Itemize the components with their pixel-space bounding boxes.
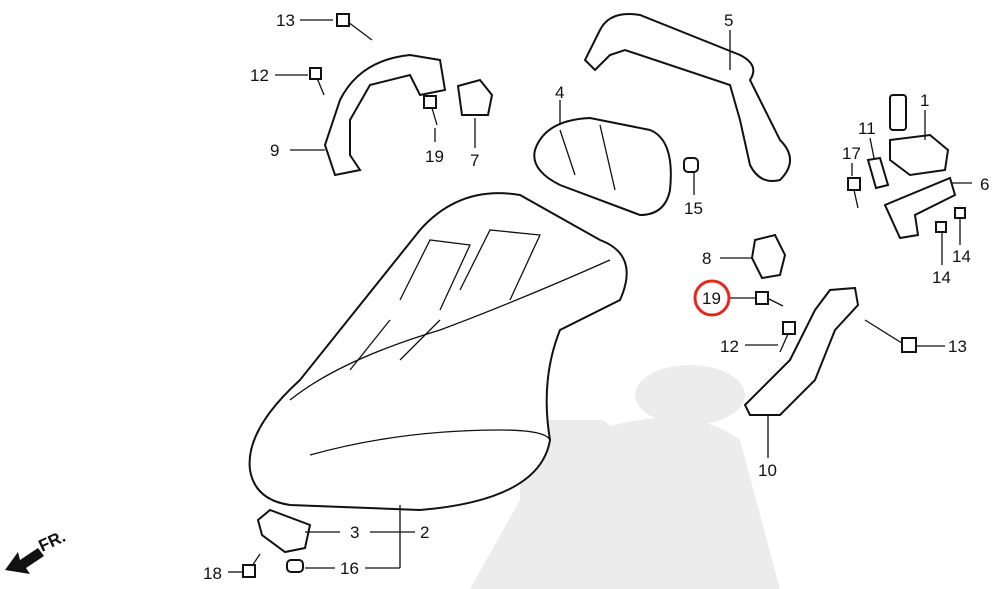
bolt-18[interactable] <box>242 553 261 578</box>
callout-12[interactable]: 12 <box>250 66 269 85</box>
callout-15[interactable]: 15 <box>684 199 703 218</box>
grab-rail-part-5[interactable] <box>583 13 791 182</box>
callout-6[interactable]: 6 <box>980 175 989 194</box>
callout-7[interactable]: 7 <box>470 151 479 170</box>
callout-3[interactable]: 3 <box>350 523 359 542</box>
bolt-13-lower[interactable] <box>864 319 917 353</box>
callout-4[interactable]: 4 <box>555 83 564 102</box>
grab-rail-part-9[interactable] <box>323 53 447 177</box>
bolt-17[interactable] <box>847 177 861 209</box>
grab-rail-part-10[interactable] <box>743 286 860 416</box>
lock-part-1[interactable] <box>889 94 950 177</box>
bracket-part-3[interactable] <box>256 508 312 554</box>
callout-17[interactable]: 17 <box>842 144 861 163</box>
callout-14[interactable]: 14 <box>952 247 971 266</box>
bolt-14-b[interactable] <box>954 207 966 219</box>
bracket-part-6[interactable] <box>883 176 957 240</box>
callout-18[interactable]: 18 <box>203 564 222 583</box>
watermark-figure <box>470 365 780 589</box>
front-arrow-icon: FR. <box>5 527 69 574</box>
bolt-19-upper[interactable] <box>423 95 438 126</box>
bolt-12-lower[interactable] <box>779 321 796 353</box>
callout-labels: 13 5 12 1 9 19 7 4 11 17 6 15 14 14 8 19… <box>203 11 989 583</box>
plate-part-11[interactable] <box>866 156 890 190</box>
callout-14[interactable]: 14 <box>932 268 951 287</box>
highlight-circle <box>693 279 731 317</box>
leader-lines <box>228 19 972 573</box>
nut-part-15[interactable] <box>683 157 699 173</box>
callout-8[interactable]: 8 <box>702 249 711 268</box>
callout-1[interactable]: 1 <box>920 91 929 110</box>
callout-19[interactable]: 19 <box>425 147 444 166</box>
callout-5[interactable]: 5 <box>724 11 733 30</box>
bolt-12-upper[interactable] <box>309 67 325 96</box>
callout-12[interactable]: 12 <box>720 337 739 356</box>
callout-19-highlighted[interactable]: 19 <box>702 289 721 308</box>
bolt-14-a[interactable] <box>935 221 947 233</box>
bolt-19-lower[interactable] <box>755 291 784 307</box>
seat-part-2[interactable] <box>248 192 628 512</box>
callout-13[interactable]: 13 <box>948 337 967 356</box>
cushion-part-8[interactable] <box>750 233 787 280</box>
cover-part-7[interactable] <box>456 78 494 116</box>
backrest-pad-part-4[interactable] <box>533 116 672 217</box>
callout-10[interactable]: 10 <box>758 461 777 480</box>
callout-16[interactable]: 16 <box>340 559 359 578</box>
callout-9[interactable]: 9 <box>270 141 279 160</box>
bolt-13-upper[interactable] <box>336 13 373 41</box>
callout-11[interactable]: 11 <box>858 119 876 138</box>
front-indicator-label: FR. <box>36 527 69 556</box>
nut-part-16[interactable] <box>286 559 304 573</box>
callout-2[interactable]: 2 <box>420 523 429 542</box>
callout-13[interactable]: 13 <box>276 11 295 30</box>
